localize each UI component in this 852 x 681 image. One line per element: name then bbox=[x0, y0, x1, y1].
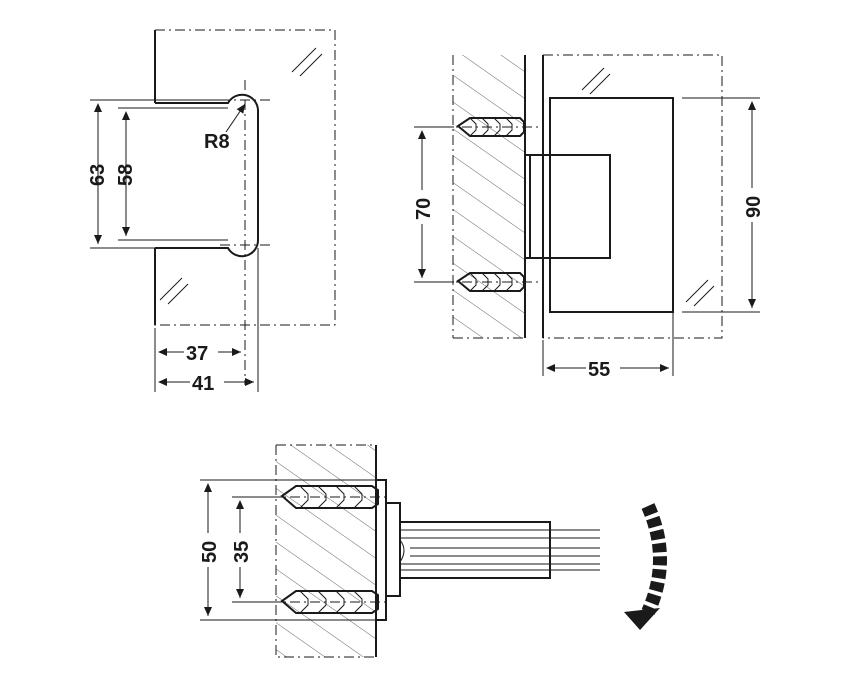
top-view: 50 35 bbox=[198, 444, 667, 658]
dim-90-label: 90 bbox=[743, 196, 765, 218]
dim-50-label: 50 bbox=[199, 541, 221, 563]
dim-41-label: 41 bbox=[192, 373, 214, 395]
rotation-arrow-icon bbox=[624, 503, 667, 630]
dim-58-label: 58 bbox=[115, 164, 137, 186]
dim-70-label: 70 bbox=[413, 198, 435, 220]
wall-section bbox=[453, 55, 525, 338]
dim-55-label: 55 bbox=[588, 359, 610, 381]
front-view: R8 63 58 37 41 bbox=[87, 29, 336, 395]
dim-r8-label: R8 bbox=[204, 131, 230, 153]
side-view: 70 90 55 bbox=[412, 54, 765, 381]
dim-37-label: 37 bbox=[186, 343, 208, 365]
dim-63-label: 63 bbox=[87, 164, 109, 186]
wall-section-top bbox=[276, 445, 376, 657]
dim-35-label: 35 bbox=[231, 541, 253, 563]
